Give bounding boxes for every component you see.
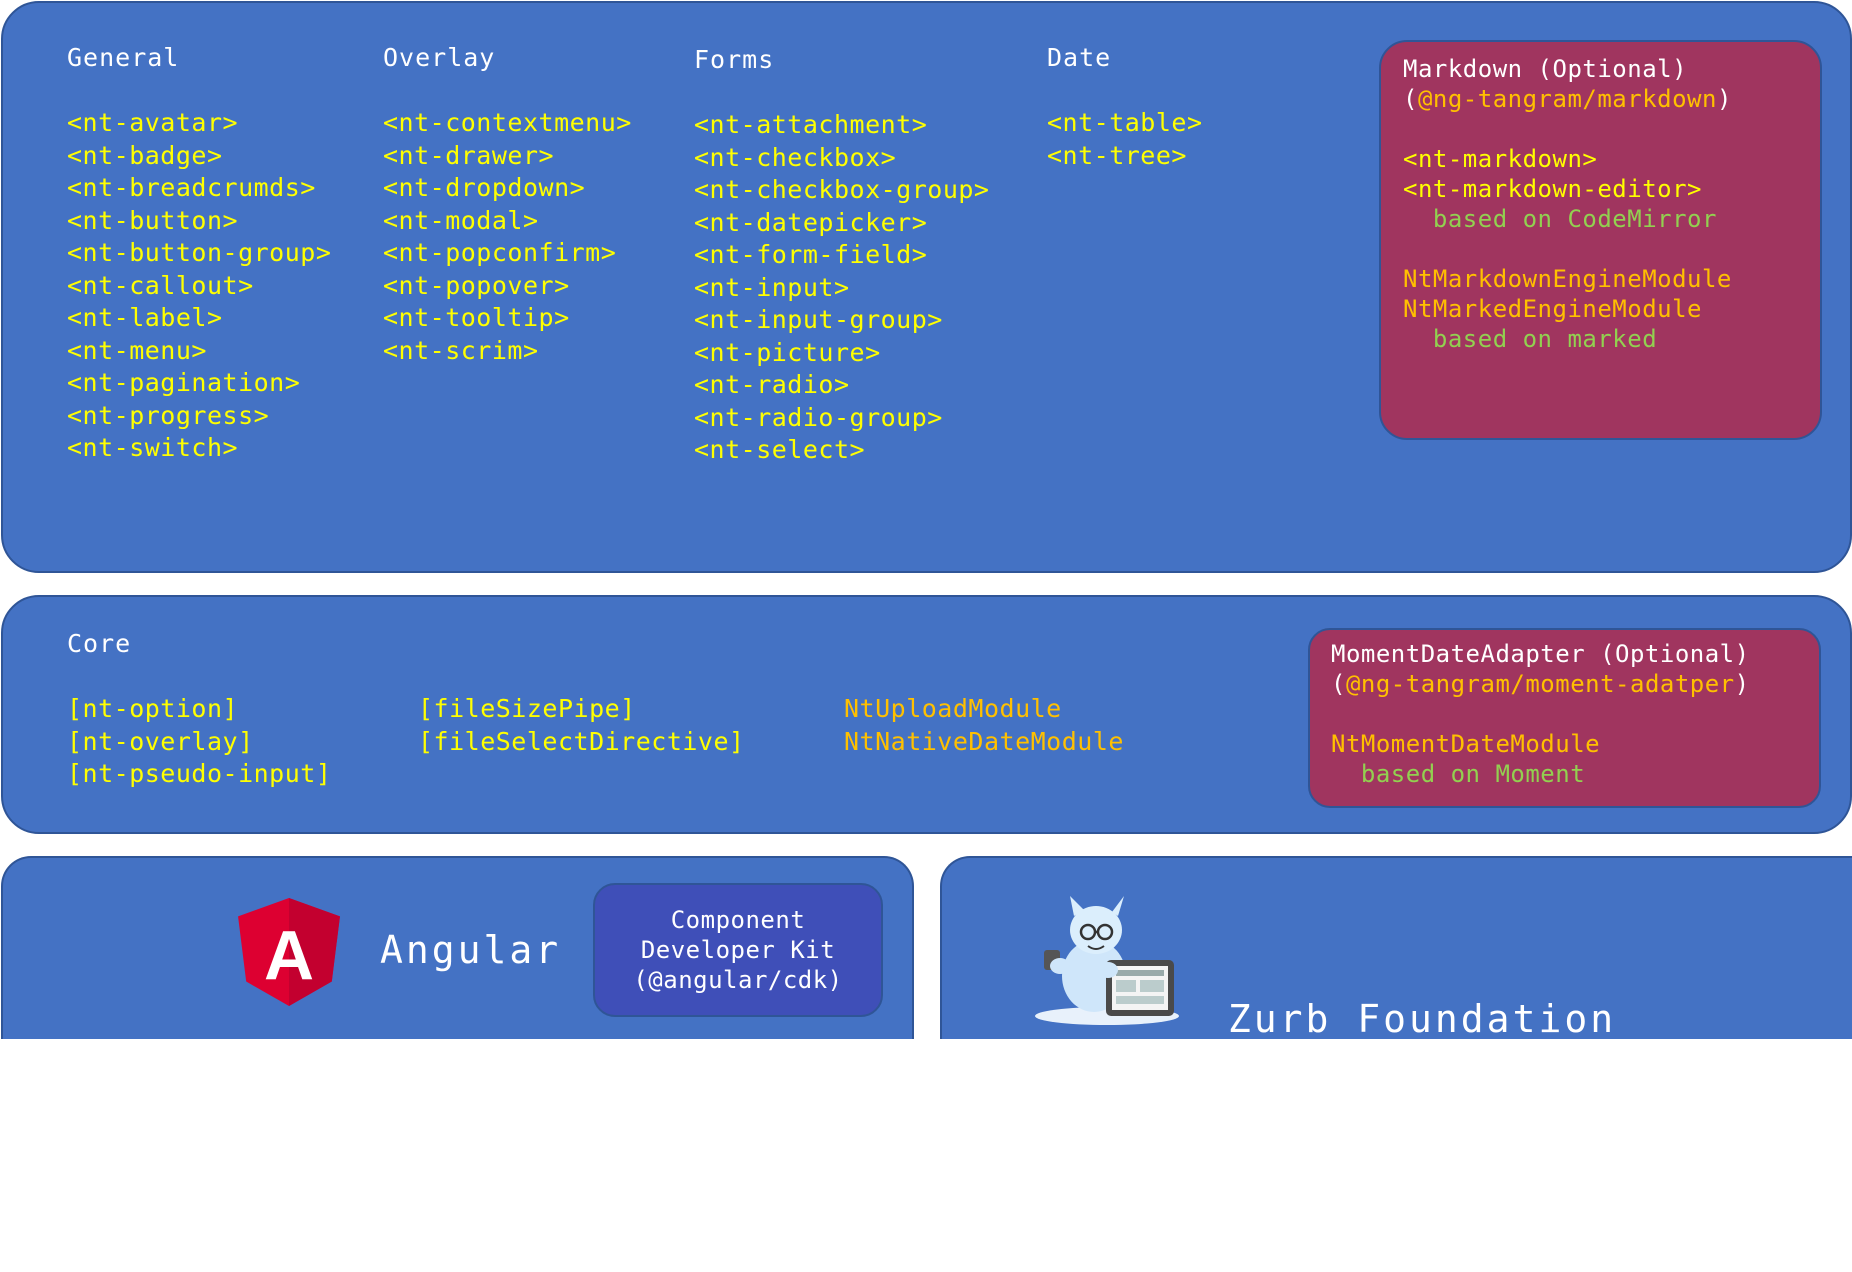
moment-package-close: ): [1734, 670, 1750, 698]
list-item: <nt-datepicker>: [694, 207, 928, 237]
list-item: [fileSizePipe]: [418, 694, 636, 723]
list-item: <nt-table>: [1047, 108, 1203, 137]
list-item: <nt-input>: [694, 272, 850, 302]
date-list: <nt-table> <nt-tree>: [1047, 107, 1203, 172]
list-item: [nt-overlay]: [67, 726, 254, 756]
list-item: <nt-contextmenu>: [383, 108, 632, 137]
overlay-heading: Overlay: [383, 43, 496, 72]
list-item: <nt-tooltip>: [383, 303, 570, 332]
list-item: <nt-breadcrumds>: [67, 173, 316, 202]
list-item: <nt-button>: [67, 205, 239, 235]
list-item: <nt-attachment>: [694, 110, 928, 139]
list-item: <nt-progress>: [67, 400, 270, 430]
markdown-package-open: (: [1403, 85, 1418, 113]
cdk-box: Component Developer Kit (@angular/cdk): [593, 883, 883, 1017]
moment-date-module: NtMomentDateModule: [1331, 730, 1601, 758]
moment-package-open: (: [1331, 670, 1346, 698]
components-panel: General <nt-avatar> <nt-badge> <nt-breadcr…: [1, 1, 1852, 573]
list-item: <nt-form-field>: [694, 240, 928, 269]
markdown-editor-component: <nt-markdown-editor>: [1403, 175, 1702, 203]
list-item: <nt-avatar>: [67, 108, 239, 137]
foundation-panel: Zurb Foundation (Sass): [940, 856, 1852, 1179]
list-item: <nt-popconfirm>: [383, 238, 617, 267]
list-item: <nt-picture>: [694, 337, 881, 367]
list-item: <nt-popover>: [383, 270, 570, 300]
markdown-engine-module: NtMarkdownEngineModule: [1403, 265, 1732, 293]
list-item: <nt-pagination>: [67, 368, 301, 397]
list-item: <nt-tree>: [1047, 140, 1187, 170]
spacer: [1331, 699, 1819, 729]
list-item: <nt-radio-group>: [694, 402, 943, 432]
forms-heading: Forms: [694, 45, 775, 74]
angular-label: Angular: [380, 928, 562, 972]
moment-package: (@ng-tangram/moment-adatper): [1331, 669, 1819, 699]
list-item: <nt-drawer>: [383, 140, 555, 170]
list-item: <nt-input-group>: [694, 305, 943, 334]
cdk-line-2: Developer Kit: [640, 936, 836, 964]
list-item: <nt-checkbox>: [694, 142, 897, 172]
foundation-yeti-mascot-icon: [1035, 896, 1179, 1025]
list-item: <nt-modal>: [383, 205, 539, 235]
markdown-component: <nt-markdown>: [1403, 145, 1598, 173]
angular-panel: A Angular Component Developer Kit (@angu…: [1, 856, 914, 1039]
spacer: [1403, 114, 1820, 144]
list-item: <nt-select>: [694, 435, 866, 464]
core-pipes-list: [fileSizePipe] [fileSelectDirective]: [418, 693, 745, 758]
moment-note: based on Moment: [1331, 760, 1586, 788]
moment-package-name: @ng-tangram/moment-adatper: [1345, 670, 1735, 698]
general-heading: General: [67, 43, 180, 72]
list-item: <nt-button-group>: [67, 238, 332, 267]
core-panel: Core [nt-option] [nt-overlay] [nt-pseudo-i…: [1, 595, 1852, 834]
codemirror-note: based on CodeMirror: [1403, 205, 1717, 233]
markdown-package: (@ng-tangram/markdown): [1403, 84, 1820, 114]
cdk-line-3: (@angular/cdk): [633, 966, 843, 994]
moment-optional-box: MomentDateAdapter (Optional) (@ng-tangra…: [1308, 628, 1821, 808]
angular-logo-icon: A: [238, 898, 340, 1006]
moment-title: MomentDateAdapter (Optional): [1331, 640, 1750, 668]
list-item: <nt-radio>: [694, 370, 850, 399]
forms-list: <nt-attachment> <nt-checkbox> <nt-checkbox…: [694, 109, 989, 467]
list-item: <nt-dropdown>: [383, 173, 586, 202]
marked-note: based on marked: [1403, 325, 1658, 353]
core-heading: Core: [67, 629, 132, 658]
overlay-list: <nt-contextmenu> <nt-drawer> <nt-dropdown>…: [383, 107, 632, 367]
list-item: NtUploadModule: [844, 694, 1062, 723]
list-item: [fileSelectDirective]: [418, 726, 745, 756]
foundation-sass: (Sass): [1344, 1135, 1500, 1179]
markdown-package-close: ): [1716, 85, 1732, 113]
list-item: <nt-label>: [67, 303, 223, 332]
markdown-package-name: @ng-tangram/markdown: [1417, 85, 1717, 113]
date-heading: Date: [1047, 43, 1112, 72]
list-item: <nt-checkbox-group>: [694, 175, 990, 204]
list-item: <nt-callout>: [67, 270, 254, 300]
marked-engine-module: NtMarkedEngineModule: [1403, 295, 1702, 323]
list-item: [nt-pseudo-input]: [67, 759, 332, 788]
foundation-name: Zurb Foundation: [1227, 997, 1617, 1041]
list-item: NtNativeDateModule: [844, 726, 1124, 756]
list-item: <nt-scrim>: [383, 335, 539, 365]
foundation-title: Zurb Foundation (Sass): [1192, 904, 1652, 1272]
list-item: <nt-switch>: [67, 433, 239, 462]
list-item: <nt-badge>: [67, 140, 223, 170]
markdown-title: Markdown (Optional): [1403, 55, 1688, 83]
general-list: <nt-avatar> <nt-badge> <nt-breadcrumds> <nt…: [67, 107, 331, 465]
angular-logo-letter: A: [264, 917, 314, 995]
list-item: <nt-menu>: [67, 335, 207, 365]
spacer: [1403, 234, 1820, 264]
core-directives-list: [nt-option] [nt-overlay] [nt-pseudo-input]: [67, 693, 331, 791]
cdk-line-1: Component: [670, 906, 806, 934]
markdown-optional-box: Markdown (Optional) (@ng-tangram/markdow…: [1379, 40, 1822, 440]
list-item: [nt-option]: [67, 694, 239, 723]
